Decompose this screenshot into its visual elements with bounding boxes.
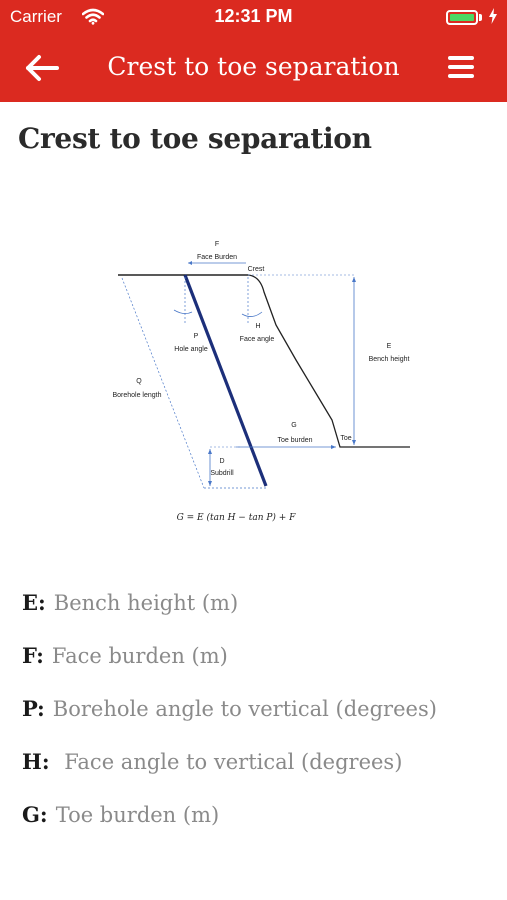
definition-e: E: Bench height (m) [22,590,492,643]
definition-text: Face burden (m) [51,644,228,668]
definition-p: P: Borehole angle to vertical (degrees) [22,696,492,749]
label-g: G [291,422,296,429]
status-time: 12:31 PM [214,6,293,26]
borehole-length-dim [121,277,205,489]
wifi-icon [81,8,105,30]
back-arrow-icon [26,55,59,81]
charging-bolt-icon [488,8,498,29]
label-borehole-length: Borehole length [112,392,161,399]
definition-text: Borehole angle to vertical (degrees) [52,697,437,721]
battery-nub [479,14,482,21]
formula: G = E (tan H − tan P) + F [177,512,297,523]
back-button[interactable] [22,52,62,84]
carrier-label: Carrier [10,7,62,26]
definition-text: Bench height (m) [53,591,239,615]
battery-icon [446,10,478,25]
nav-title: Crest to toe separation [107,52,400,81]
bench-diagram: F Face Burden Crest P Hole angle H Face … [112,241,410,523]
page-title: Crest to toe separation [18,122,372,155]
label-face-burden: Face Burden [197,254,237,261]
definition-f: F: Face burden (m) [22,643,492,696]
label-hole-angle: Hole angle [174,346,208,353]
definitions-list: E: Bench height (m) F: Face burden (m) P: B… [22,590,492,855]
status-bar: Carrier 12:31 PM [0,0,507,34]
definition-key: E: [22,590,46,615]
label-crest: Crest [248,266,265,273]
definition-key: P: [22,696,45,721]
nav-bar: Crest to toe separation [0,34,507,102]
menu-button[interactable] [446,54,476,80]
label-toe: Toe [340,435,351,442]
label-f: F [215,241,219,248]
hamburger-menu-icon [448,56,474,78]
bench-face-line [247,274,410,448]
definition-g: G: Toe burden (m) [22,802,492,855]
definition-text: Face angle to vertical (degrees) [57,750,403,774]
definition-key: G: [22,802,48,827]
definition-text: Toe burden (m) [55,803,220,827]
label-subdrill: Subdrill [210,470,234,477]
label-h: H [255,323,260,330]
borehole-line [183,274,268,487]
label-p: P [194,333,199,340]
definition-h: H: Face angle to vertical (degrees) [22,749,492,802]
definition-key: H: [22,749,50,774]
label-e: E [387,343,392,350]
label-bench-height: Bench height [369,356,410,363]
label-q: Q [136,378,142,385]
label-d: D [219,458,224,465]
label-toe-burden: Toe burden [277,437,312,444]
label-face-angle: Face angle [240,336,275,343]
definition-key: F: [22,643,44,668]
